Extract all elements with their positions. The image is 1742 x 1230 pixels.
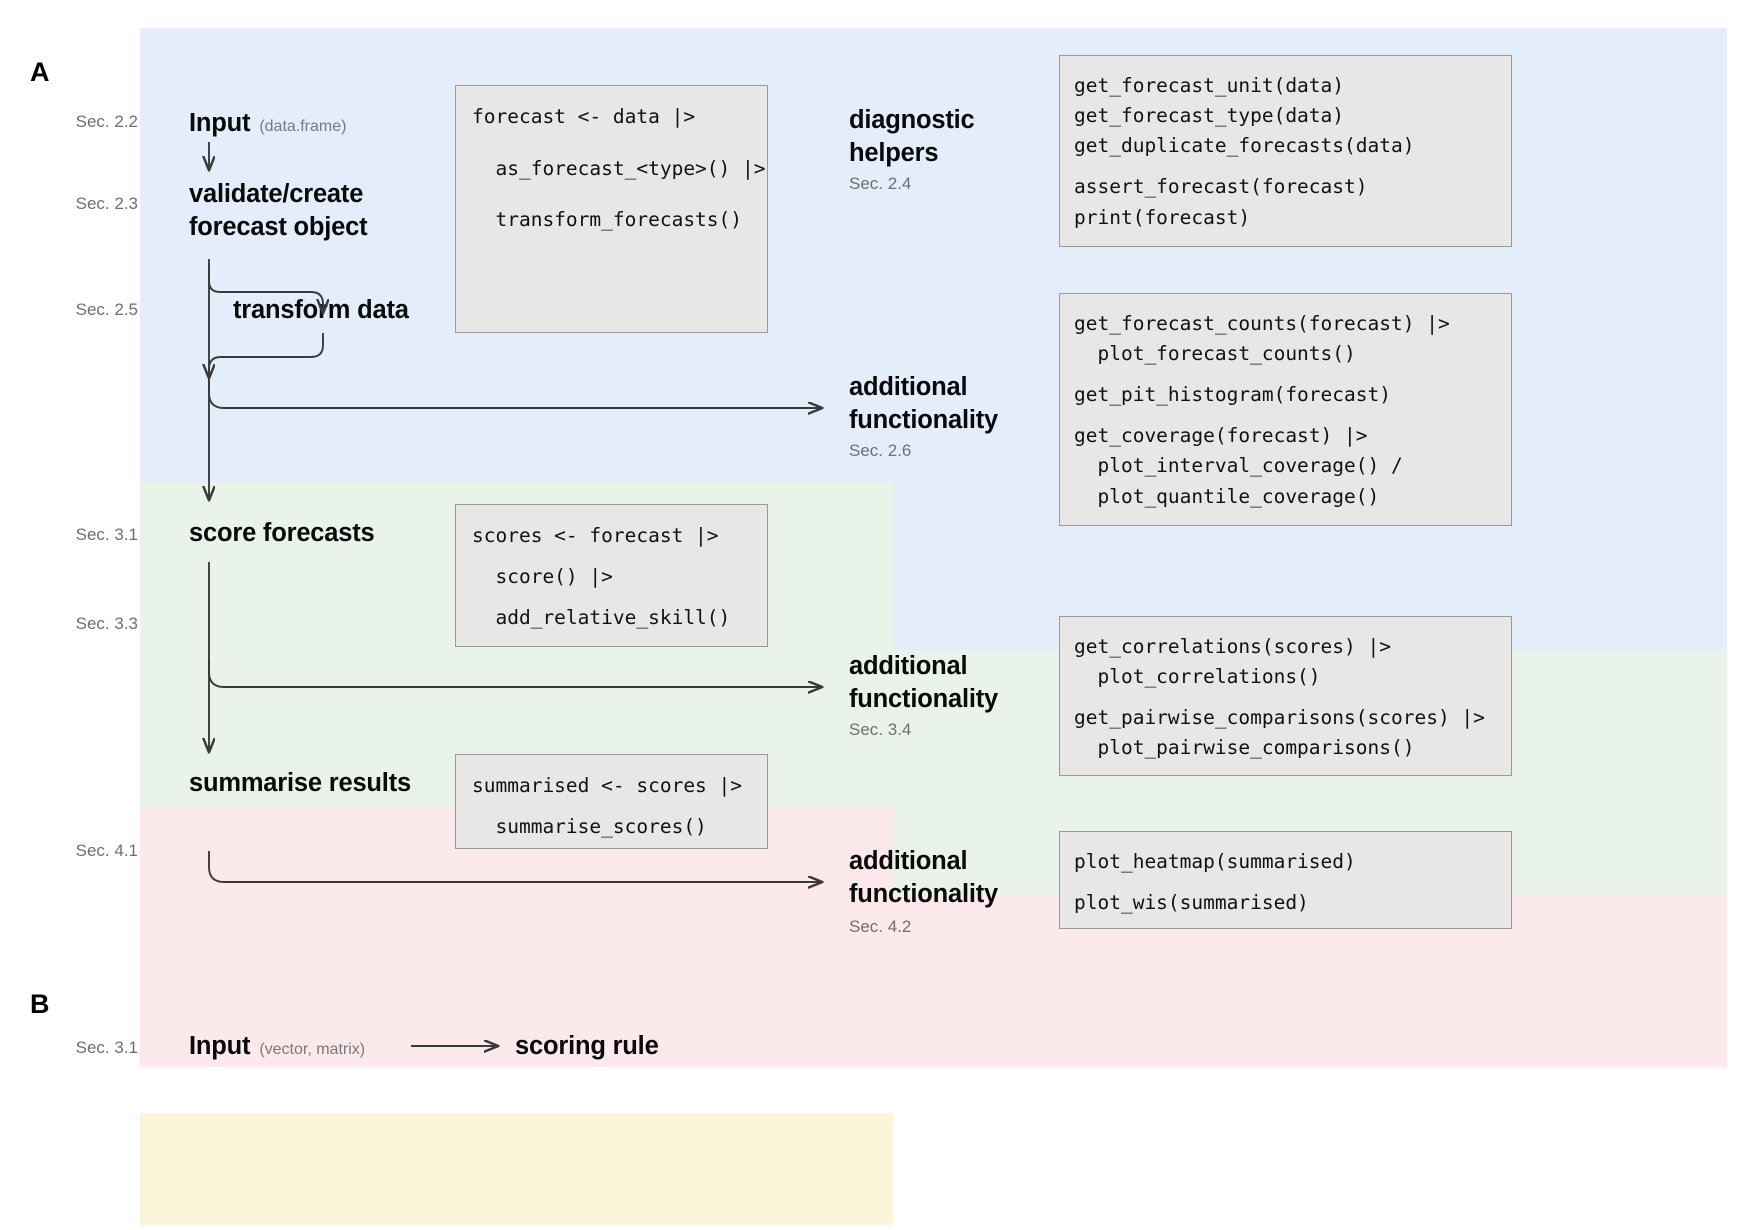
heading-additional-34: additional functionality (849, 650, 1119, 715)
code-block-additional-34: get_correlations(scores) |> plot_correla… (1059, 616, 1512, 776)
stage-score-forecasts: score forecasts (189, 519, 375, 547)
panel-b-input-sub: (vector, matrix) (259, 1041, 366, 1058)
code-line: plot_wis(summarised) (1074, 890, 1309, 914)
code-block-scoring: scores <- forecast |> score() |> add_rel… (455, 504, 768, 647)
heading-additional-26-line1: additional (849, 373, 968, 401)
heading-additional-42: additional functionality (849, 845, 1119, 910)
sec-label-2-3: Sec. 2.3 (75, 194, 138, 213)
panel-letter-b: B (30, 989, 50, 1019)
stage-transform-data: transform data (233, 296, 409, 324)
panel-b-input: Input (vector, matrix) (189, 1030, 365, 1063)
heading-additional-26: additional functionality (849, 371, 1119, 436)
sec-label-3-3: Sec. 3.3 (75, 614, 138, 633)
code-line: score() |> (472, 564, 613, 588)
panel-b-sec-label: Sec. 3.1 (75, 1038, 138, 1057)
code-line: get_pit_histogram(forecast) (1074, 383, 1391, 407)
code-line: plot_quantile_coverage() (1074, 484, 1380, 508)
band-section-4 (140, 807, 893, 1067)
code-block-summarising: summarised <- scores |> summarise_scores… (455, 754, 768, 849)
code-line (472, 132, 767, 143)
code-block-diagnostics: get_forecast_unit(data) get_forecast_type… (1059, 55, 1512, 247)
stage-summarise-results: summarise results (189, 769, 411, 797)
heading-additional-26-line2: functionality (849, 405, 998, 434)
code-line: get_forecast_counts(forecast) |> (1074, 312, 1450, 335)
code-line: add_relative_skill() (472, 605, 731, 629)
code-line: plot_interval_coverage() / (1074, 454, 1403, 478)
code-line: get_duplicate_forecasts(data) (1074, 134, 1415, 158)
stage-input: Input (data.frame) (189, 107, 346, 140)
code-line: get_correlations(scores) |> (1074, 635, 1391, 658)
sec-label-2-2: Sec. 2.2 (75, 112, 138, 131)
code-line: transform_forecasts() (472, 208, 743, 232)
heading-diagnostic-line1: diagnostic (849, 106, 975, 134)
code-block-pipeline-main: forecast <- data |> as_forecast_<type>()… (455, 85, 768, 333)
code-line (472, 184, 767, 195)
heading-diagnostic-line2: helpers (849, 138, 939, 167)
code-line (472, 551, 767, 562)
sec-label-2-5: Sec. 2.5 (75, 300, 138, 319)
panel-b-input-label: Input (189, 1032, 251, 1060)
code-line (472, 143, 767, 154)
stage-validate-create: validate/create forecast object (189, 178, 449, 243)
code-line: get_coverage(forecast) |> (1074, 424, 1368, 448)
code-block-additional-42: plot_heatmap(summarised) plot_wis(summari… (1059, 831, 1512, 929)
code-line (1074, 162, 1511, 173)
code-line: summarised <- scores |> (472, 774, 743, 797)
code-line: forecast <- data |> (472, 105, 696, 128)
code-line (1074, 410, 1511, 421)
code-line: plot_correlations() (1074, 665, 1321, 689)
code-line: plot_pairwise_comparisons() (1074, 736, 1415, 760)
heading-diagnostic-sec: Sec. 2.4 (849, 174, 912, 193)
code-line: plot_forecast_counts() (1074, 342, 1356, 366)
code-line: scores <- forecast |> (472, 524, 719, 547)
heading-additional-42-line2: functionality (849, 879, 998, 908)
band-panel-b (140, 1113, 893, 1225)
heading-diagnostic-helpers: diagnostic helpers (849, 104, 1099, 169)
code-line (472, 801, 767, 812)
code-line: get_forecast_unit(data) (1074, 74, 1345, 97)
stage-input-sub: (data.frame) (259, 118, 347, 135)
code-block-additional-26: get_forecast_counts(forecast) |> plot_fo… (1059, 293, 1512, 526)
code-line: plot_heatmap(summarised) (1074, 850, 1356, 873)
code-line: as_forecast_<type>() |> (472, 156, 766, 180)
sec-label-4-1: Sec. 4.1 (75, 841, 138, 860)
stage-validate-line2: forecast object (189, 212, 368, 241)
code-line (1074, 877, 1511, 888)
stage-input-label: Input (189, 109, 251, 137)
code-line: print(forecast) (1074, 205, 1251, 229)
code-line: summarise_scores() (472, 814, 707, 838)
heading-additional-34-line2: functionality (849, 684, 998, 713)
panel-b-scoring-rule: scoring rule (515, 1032, 659, 1060)
code-line (472, 195, 767, 206)
code-line (1074, 692, 1511, 703)
heading-additional-42-sec: Sec. 4.2 (849, 917, 912, 936)
heading-additional-42-line1: additional (849, 847, 968, 875)
panel-letter-a: A (30, 57, 50, 87)
code-line: get_pairwise_comparisons(scores) |> (1074, 706, 1485, 730)
code-line: get_forecast_type(data) (1074, 104, 1345, 128)
sec-label-3-1: Sec. 3.1 (75, 525, 138, 544)
code-line: assert_forecast(forecast) (1074, 175, 1368, 199)
heading-additional-34-sec: Sec. 3.4 (849, 720, 912, 739)
heading-additional-26-sec: Sec. 2.6 (849, 441, 912, 460)
heading-additional-34-line1: additional (849, 652, 968, 680)
code-line (472, 592, 767, 603)
stage-validate-line1: validate/create (189, 180, 364, 208)
code-line (1074, 369, 1511, 380)
